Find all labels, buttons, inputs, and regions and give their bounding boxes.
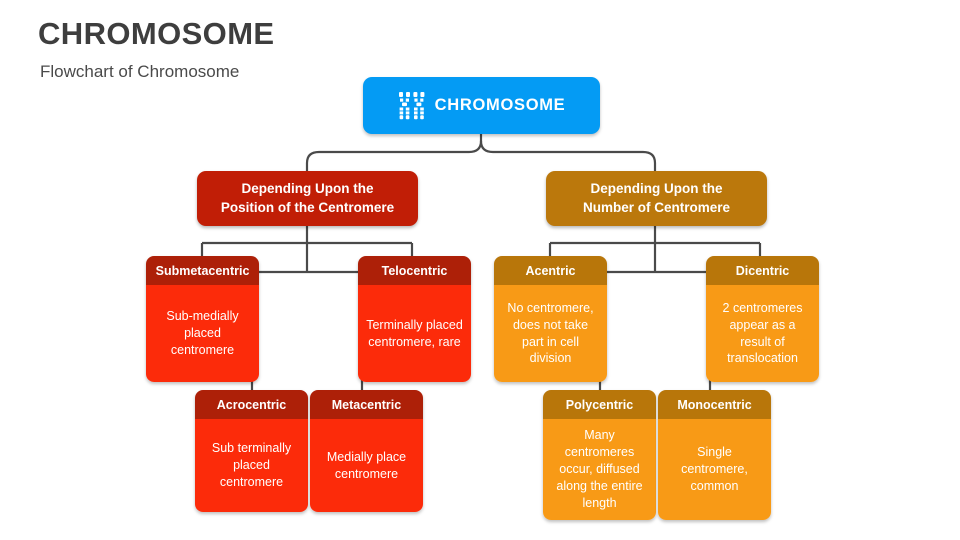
card-polycentric[interactable]: Polycentric Many centromeres occur, diff… <box>543 390 656 520</box>
chromosome-pair-icon <box>398 91 425 119</box>
card-acrocentric-title: Acrocentric <box>195 390 308 419</box>
branch-left-line2: Position of the Centromere <box>220 199 395 215</box>
card-submetacentric-body: Sub-medially placed centromere <box>146 285 259 382</box>
card-polycentric-title: Polycentric <box>543 390 656 419</box>
card-monocentric-body: Single centromere, common <box>658 419 771 520</box>
card-acentric-body: No centromere, does not take part in cel… <box>494 285 607 382</box>
branch-right-line1: Depending Upon the <box>590 181 723 197</box>
card-acentric-title: Acentric <box>494 256 607 285</box>
card-acentric[interactable]: Acentric No centromere, does not take pa… <box>494 256 607 382</box>
card-metacentric-title: Metacentric <box>310 390 423 419</box>
card-telocentric[interactable]: Telocentric Terminally placed centromere… <box>358 256 471 382</box>
branch-right-line2: Number of Centromere <box>582 199 731 215</box>
card-telocentric-body: Terminally placed centromere, rare <box>358 285 471 382</box>
card-submetacentric-title: Submetacentric <box>146 256 259 285</box>
root-node-chromosome[interactable]: CHROMOSOME <box>363 77 600 134</box>
card-monocentric-title: Monocentric <box>658 390 771 419</box>
page-title: CHROMOSOME <box>38 16 275 51</box>
card-dicentric[interactable]: Dicentric 2 centromeres appear as a resu… <box>706 256 819 382</box>
branch-node-number-of-centromere[interactable]: Depending Upon the Number of Centromere <box>546 171 767 226</box>
card-acrocentric-body: Sub terminally placed centromere <box>195 419 308 512</box>
card-metacentric[interactable]: Metacentric Medially place centromere <box>310 390 423 512</box>
branch-left-line1: Depending Upon the <box>241 181 374 197</box>
card-telocentric-title: Telocentric <box>358 256 471 285</box>
card-polycentric-body: Many centromeres occur, diffused along t… <box>543 419 656 520</box>
card-dicentric-title: Dicentric <box>706 256 819 285</box>
branch-node-position-of-centromere[interactable]: Depending Upon the Position of the Centr… <box>197 171 418 226</box>
card-metacentric-body: Medially place centromere <box>310 419 423 512</box>
card-acrocentric[interactable]: Acrocentric Sub terminally placed centro… <box>195 390 308 512</box>
card-monocentric[interactable]: Monocentric Single centromere, common <box>658 390 771 520</box>
root-node-label: CHROMOSOME <box>434 96 566 114</box>
card-submetacentric[interactable]: Submetacentric Sub-medially placed centr… <box>146 256 259 382</box>
card-dicentric-body: 2 centromeres appear as a result of tran… <box>706 285 819 382</box>
page-subtitle: Flowchart of Chromosome <box>40 62 240 81</box>
